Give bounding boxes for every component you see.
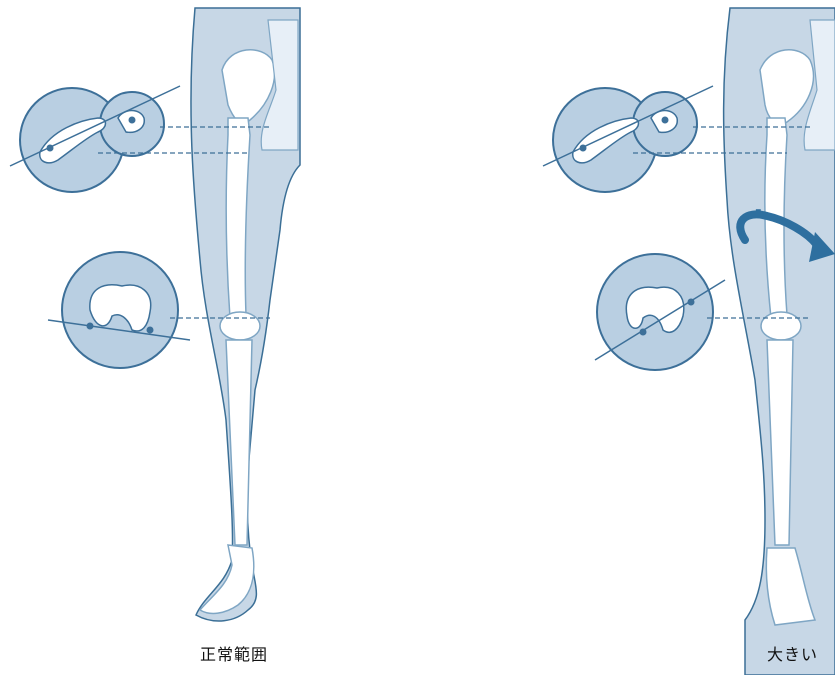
knee-patella — [220, 312, 260, 340]
knee-point-a-rotated — [640, 329, 647, 336]
rotation-arrow-label: - — [755, 200, 762, 219]
left-panel: 正常範囲 — [0, 0, 420, 675]
axis-point-a-rotated — [580, 145, 587, 152]
axis-point-b-rotated — [662, 117, 669, 124]
caption-large: 大きい — [767, 641, 818, 665]
knee-point-b — [147, 327, 154, 334]
caption-normal: 正常範囲 — [200, 641, 268, 665]
normal-leg-illustration — [0, 0, 420, 675]
tibia-bone — [226, 340, 252, 545]
knee-point-a — [87, 323, 94, 330]
axis-point-b — [129, 117, 136, 124]
axis-point-a — [47, 145, 54, 152]
knee-patella-rotated — [761, 312, 801, 340]
knee-point-b-rotated — [688, 299, 695, 306]
rotated-leg-illustration: - — [415, 0, 835, 675]
right-panel: - 大きい — [415, 0, 835, 675]
